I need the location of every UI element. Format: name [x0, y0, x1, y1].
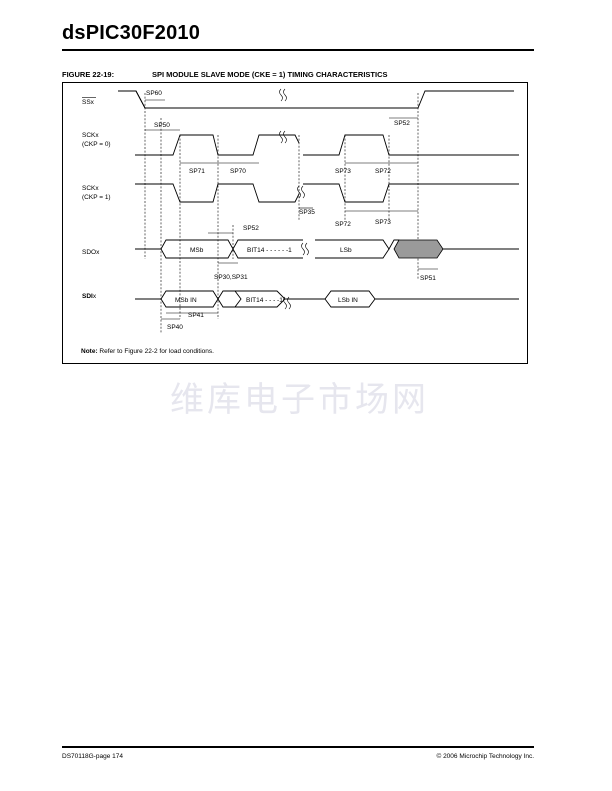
sdi-bit14-label: BIT14 - - - -1 — [246, 297, 283, 304]
title-rule — [62, 49, 534, 51]
footer-copyright: © 2006 Microchip Technology Inc. — [436, 753, 534, 760]
sck-cpk0-label: SCKx — [82, 132, 99, 139]
sdi-msb-label: MSb IN — [175, 297, 197, 304]
sp71-a-label: SP71 — [189, 168, 205, 175]
sp35-label: SP35 — [299, 209, 315, 216]
sdi-waveform — [135, 290, 519, 308]
timing-diagram: SSx SCKx (CKP = 0) SCKx (CKP = 1) SDOx S… — [82, 88, 519, 333]
figure-caption-text: SPI MODULE SLAVE MODE (CKE = 1) TIMING C… — [152, 70, 388, 79]
sp70-label: SP70 — [230, 168, 246, 175]
timing-diagram-frame: SSx SCKx (CKP = 0) SCKx (CKP = 1) SDOx S… — [62, 82, 528, 364]
sdo-lsb-label: LSb — [340, 247, 352, 254]
sdi-bit14-box — [234, 290, 277, 308]
sdo-bit14-label: BIT14 - - - - - -1 — [247, 247, 292, 254]
ss-waveform-path — [118, 90, 514, 109]
ss-label: SSx — [82, 99, 95, 106]
sp73-a-label: SP73 — [335, 168, 351, 175]
sp52-mid-label: SP52 — [243, 225, 259, 232]
sdi-label: SDIx — [82, 293, 97, 300]
figure-number: FIGURE 22-19: — [62, 70, 115, 79]
sdo-hiz-region — [393, 239, 444, 259]
sdi-lsb-label: LSb IN — [338, 297, 358, 304]
break-marks — [279, 88, 309, 310]
note-text: Refer to Figure 22-2 for load conditions… — [99, 348, 214, 355]
sdo-label: SDOx — [82, 249, 100, 256]
footer-rule — [62, 746, 534, 748]
sck-cpk0-sublabel: (CKP = 0) — [82, 141, 111, 148]
sp60-label: SP60 — [146, 90, 162, 97]
document-title: dsPIC30F2010 — [62, 22, 201, 44]
sdo-waveform-lower — [160, 248, 390, 259]
sck-cpk1-sublabel: (CKP = 1) — [82, 194, 111, 201]
sck-cpk0-waveform — [135, 134, 519, 156]
figure-caption: FIGURE 22-19: SPI MODULE SLAVE MODE (CKE … — [62, 70, 388, 79]
sp52-top-label: SP52 — [394, 120, 410, 127]
watermark: 维库电子市场网 — [170, 380, 429, 420]
sp51-label: SP51 — [420, 275, 436, 282]
sp40-label: SP40 — [167, 324, 183, 331]
sp41-label: SP41 — [188, 312, 204, 319]
note-label: Note: — [81, 348, 98, 355]
sp72-a-label: SP72 — [375, 168, 391, 175]
sck-cpk1-label: SCKx — [82, 185, 99, 192]
sp72-b-label: SP72 — [335, 221, 351, 228]
sp73-b-label: SP73 — [375, 219, 391, 226]
sp30-sp31-label: SP30,SP31 — [214, 274, 248, 281]
timing-arrows — [145, 99, 438, 320]
sdo-msb-label: MSb — [190, 247, 204, 254]
ss-waveform — [118, 90, 277, 109]
sck-cpk1-waveform — [135, 183, 519, 203]
sp50-label: SP50 — [154, 122, 170, 129]
figure-note: Note: Refer to Figure 22-2 for load cond… — [81, 348, 214, 355]
footer-page-id: DS70118G-page 174 — [62, 753, 123, 760]
